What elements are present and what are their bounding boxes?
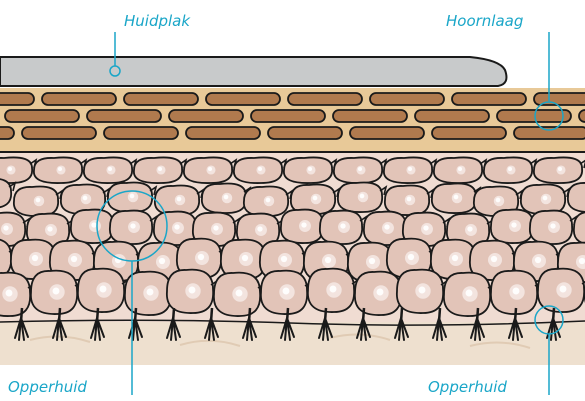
epidermis-cell bbox=[491, 271, 541, 314]
epidermis-cell bbox=[284, 157, 336, 183]
epidermis-cell bbox=[155, 186, 203, 216]
epidermis-right-label: Opperhuid bbox=[428, 380, 507, 395]
horny-layer-cells bbox=[0, 93, 585, 139]
epidermis-cell bbox=[521, 185, 569, 215]
horny-cell bbox=[124, 93, 198, 105]
epidermis-cell bbox=[84, 157, 136, 183]
epidermis-cell bbox=[484, 157, 536, 183]
epidermis-cell bbox=[167, 270, 217, 313]
horny-cell bbox=[534, 93, 585, 105]
horny-cell bbox=[268, 127, 342, 139]
horny-cell bbox=[186, 127, 260, 139]
horny-cell bbox=[251, 110, 325, 122]
epidermis-cell bbox=[308, 269, 358, 312]
epidermis-cell bbox=[202, 184, 250, 214]
epidermis-cell bbox=[397, 270, 447, 313]
horny-cell bbox=[5, 110, 79, 122]
epidermis-cell bbox=[34, 157, 86, 183]
horny-layer-label: Hoornlaag bbox=[446, 14, 523, 29]
horny-cell bbox=[333, 110, 407, 122]
epidermis-cell bbox=[214, 273, 264, 316]
horny-cell bbox=[514, 127, 585, 139]
plaque-label: Huidplak bbox=[124, 14, 190, 29]
horny-cell bbox=[452, 93, 526, 105]
horny-cell bbox=[350, 127, 424, 139]
epidermis-cell bbox=[320, 211, 366, 245]
epidermis-cell bbox=[110, 211, 156, 245]
horny-cell bbox=[432, 127, 506, 139]
epidermis-cell bbox=[234, 157, 286, 183]
epidermis-cell bbox=[334, 157, 386, 183]
horny-cell bbox=[497, 110, 571, 122]
epidermis-cell bbox=[184, 157, 236, 183]
epidermis-cell bbox=[134, 157, 186, 183]
epidermis-cell bbox=[108, 183, 156, 213]
horny-cell bbox=[0, 127, 14, 139]
epidermis-cell bbox=[534, 157, 585, 183]
epidermis-cell bbox=[338, 183, 386, 213]
epidermis-cell bbox=[14, 187, 62, 217]
horny-cell bbox=[415, 110, 489, 122]
horny-cell bbox=[0, 93, 34, 105]
epidermis-cell bbox=[244, 187, 292, 217]
epidermis-cell bbox=[530, 211, 576, 245]
epidermis-cell bbox=[384, 157, 436, 183]
horny-cell bbox=[370, 93, 444, 105]
horny-cell bbox=[206, 93, 280, 105]
epidermis-cell bbox=[444, 273, 494, 316]
horny-cell bbox=[22, 127, 96, 139]
epidermis-cell bbox=[31, 271, 81, 314]
epidermis-cell bbox=[261, 271, 311, 314]
horny-cell bbox=[579, 110, 585, 122]
epidermis-cell bbox=[432, 184, 480, 214]
horny-cell bbox=[169, 110, 243, 122]
horny-cell bbox=[288, 93, 362, 105]
epidermis-cell bbox=[78, 269, 128, 312]
horny-cell bbox=[42, 93, 116, 105]
epidermis-cell bbox=[538, 269, 585, 312]
horny-cell bbox=[87, 110, 161, 122]
epidermis-left-label: Opperhuid bbox=[8, 380, 87, 395]
epidermis-cell bbox=[385, 186, 433, 216]
epidermis-cell bbox=[434, 157, 486, 183]
horny-cell bbox=[104, 127, 178, 139]
epidermis-cell bbox=[568, 183, 585, 213]
plaque-layer bbox=[0, 57, 506, 86]
